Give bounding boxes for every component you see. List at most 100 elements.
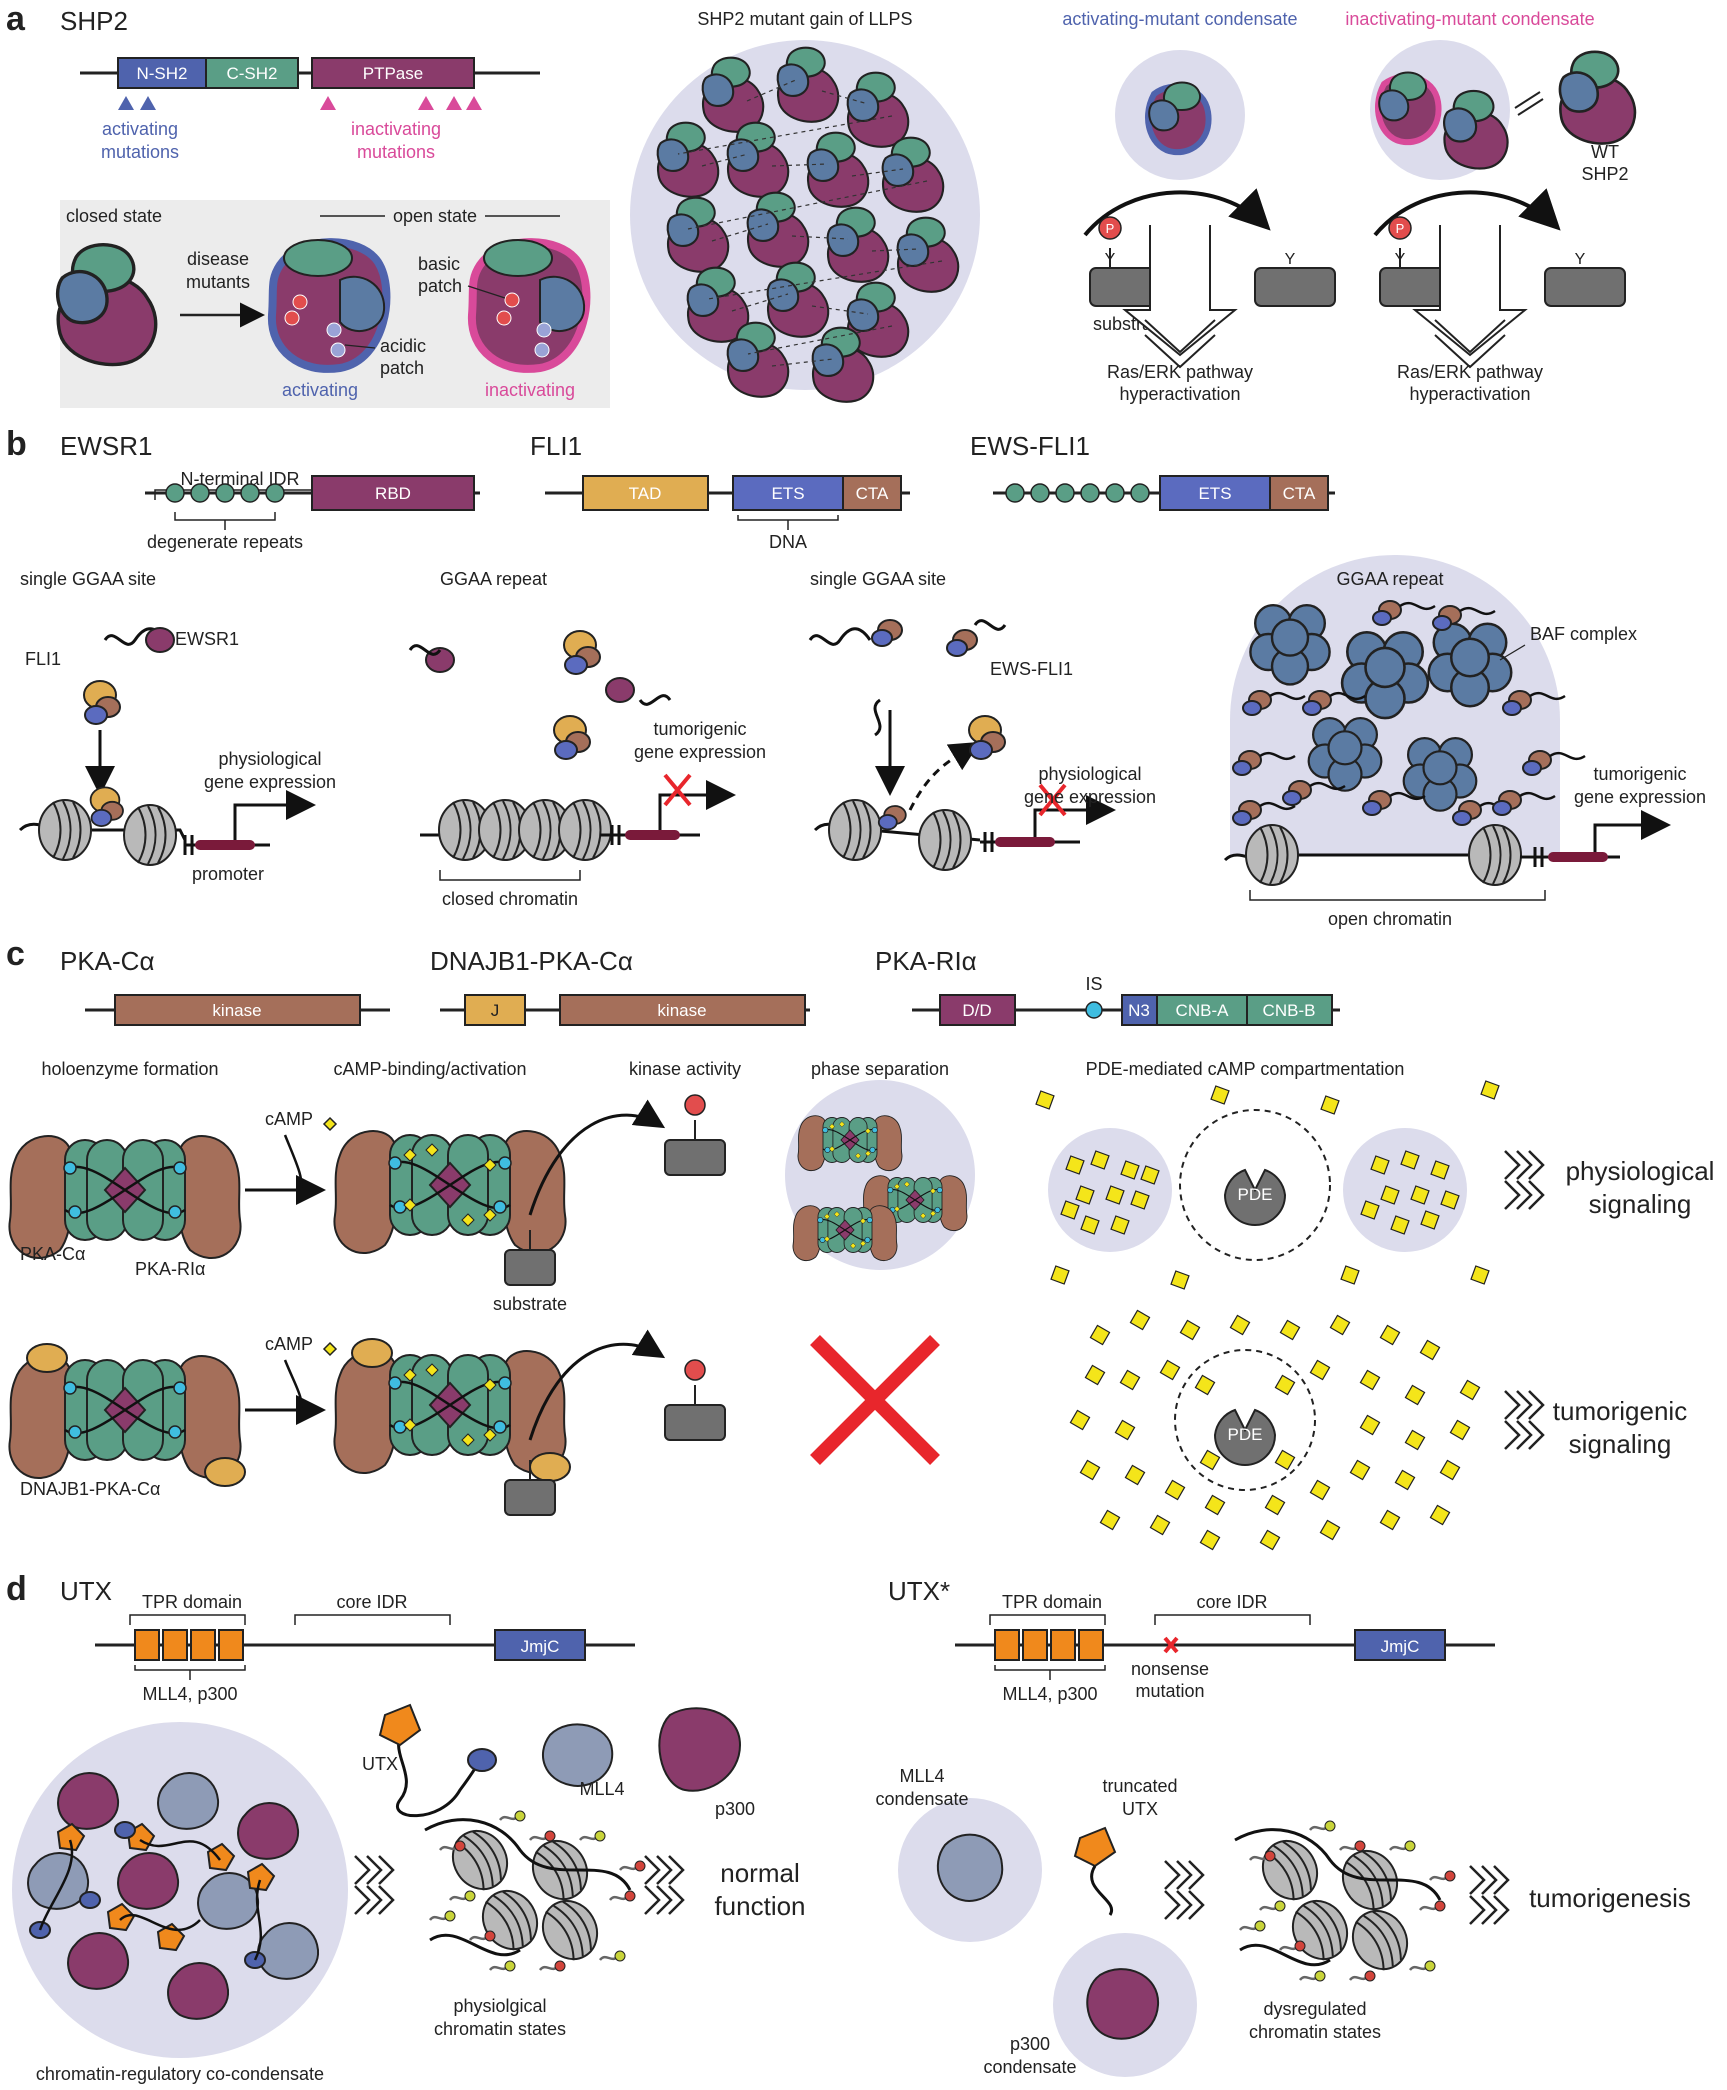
ewsfli1-repeat-5 [1130, 483, 1150, 503]
mll4-p300-label-1: MLL4, p300 [142, 1684, 237, 1704]
open-chromatin-label: open chromatin [1328, 909, 1452, 929]
fli1-released [968, 715, 1006, 760]
camp-sq-1-23 [1050, 1265, 1070, 1285]
camp-sq-1-7 [1110, 1215, 1130, 1235]
utxs-tpr-2 [1050, 1629, 1076, 1661]
utxs-tpr-3 [1078, 1629, 1104, 1661]
n3-domain [1121, 994, 1158, 1026]
camp-sq-2-8 [1084, 1364, 1106, 1386]
wt-shp2 [1560, 52, 1635, 144]
co-cond-mol-5 [197, 1872, 260, 1930]
camp-sq-2-30 [1149, 1514, 1171, 1536]
physio-expr-3b: gene expression [1024, 787, 1156, 807]
camp-sq-2-21 [1124, 1464, 1146, 1486]
mll4-cond-2: condensate [875, 1789, 968, 1809]
camp-sq-2-33 [1319, 1519, 1341, 1541]
product-c2 [664, 1404, 726, 1441]
camp-binding-label: cAMP-binding/activation [333, 1059, 526, 1079]
p300-in-condensate [1086, 1968, 1160, 2040]
utxs-jmjc-domain [1354, 1629, 1446, 1661]
csh2-label: C-SH2 [226, 64, 277, 83]
baf-5 [1402, 736, 1478, 812]
chev-d3b [1163, 1889, 1205, 1921]
co-cond-jmjc-3 [79, 1891, 101, 1909]
panel-b-letter: b [6, 425, 27, 463]
holo-ps-3 [792, 1205, 898, 1262]
shp2-title: SHP2 [60, 6, 128, 36]
ewsr1-repeat-4 [265, 483, 285, 503]
inactivating-triangles [320, 96, 482, 110]
utx-jmjc-legend [467, 1748, 497, 1772]
llps-link-12 [811, 305, 869, 315]
utx-tpr-1 [162, 1629, 188, 1661]
ewsr1-repeat-1 [190, 483, 210, 503]
utx-tpr-3 [218, 1629, 244, 1661]
co-cond-utx-2 [206, 1842, 236, 1872]
ras-erk-1a: Ras/ERK pathway [1107, 362, 1253, 382]
tumor-expr-2a: tumorigenic [653, 719, 746, 739]
kinase-domain-2 [559, 994, 806, 1026]
panel-c-letter: c [6, 935, 25, 973]
single-ggaa-1: single GGAA site [20, 569, 156, 589]
pka-ria-label: PKA-RIα [135, 1259, 205, 1279]
chromatin-normal [424, 1810, 646, 1972]
physio-chrom-1: physiolgical [453, 1996, 546, 2016]
product-c1 [664, 1139, 726, 1176]
kinase-activity-label: kinase activity [629, 1059, 741, 1079]
jmjc-label-2: JmjC [1381, 1637, 1420, 1656]
ggaa-repeat-1: GGAA repeat [440, 569, 547, 589]
camp-sq-1-2 [1120, 1160, 1140, 1180]
camp-curve-1 [283, 1134, 303, 1191]
closed-bracket [439, 870, 581, 881]
inactivating-label: inactivating [485, 380, 575, 400]
utx-star-title: UTX* [888, 1576, 950, 1606]
y-label-4: Y [1575, 251, 1586, 268]
rbd-domain [311, 475, 475, 511]
promoter-2 [625, 830, 680, 840]
pde-boundary-2 [1174, 1349, 1316, 1491]
fli1-bound-1 [89, 786, 124, 828]
camp-sq-2-1 [1129, 1309, 1151, 1331]
camp-sq-1-14 [1410, 1185, 1430, 1205]
nucleosome-4b [1468, 824, 1522, 886]
camp-sq-1-15 [1360, 1200, 1380, 1220]
camp-sq-1-6 [1080, 1215, 1100, 1235]
holoenzyme-1 [8, 1135, 242, 1260]
tpr-label-2: TPR domain [1002, 1592, 1102, 1612]
csh2-domain [205, 57, 299, 89]
ews-fli1-label: EWS-FLI1 [990, 659, 1073, 679]
camp-sq-2-18 [1404, 1429, 1426, 1451]
ggaa-repeat-2: GGAA repeat [1336, 569, 1443, 589]
activating-mut-1: activating [102, 119, 178, 139]
product-box-2 [1544, 267, 1626, 307]
open-state-label: open state [393, 206, 477, 226]
mll4-cond-1: MLL4 [899, 1766, 944, 1786]
baf-label: BAF complex [1530, 624, 1637, 644]
co-cond-mol-8 [257, 1922, 320, 1980]
chev-d3 [1163, 1859, 1205, 1891]
physio-expr-1a: physiological [218, 749, 321, 769]
camp-sq-2-36 [1194, 1374, 1216, 1396]
utx-tpr-2 [190, 1629, 216, 1661]
nonsense-x [1163, 1636, 1179, 1654]
fli1-title: FLI1 [530, 431, 582, 461]
substrate-c2 [504, 1479, 556, 1516]
camp-sq-2-34 [1379, 1509, 1401, 1531]
utx-tpr-0 [134, 1629, 160, 1661]
ewsr1-protein-3 [605, 677, 635, 703]
co-cond-utx-3 [106, 1902, 136, 1932]
inactivating-mut-2: mutations [357, 142, 435, 162]
open-activating-shp2 [267, 238, 391, 373]
camp-icon-1 [322, 1116, 338, 1132]
inact-condensate-title: inactivating-mutant condensate [1345, 9, 1594, 29]
ewsfli1-idr-2 [973, 619, 1007, 631]
core-idr-label-1: core IDR [336, 1592, 407, 1612]
nonsense-1: nonsense [1131, 1659, 1209, 1679]
llps-link-0 [746, 78, 799, 102]
substrate-c1 [504, 1249, 556, 1286]
pde-label-1: PDE [1238, 1185, 1273, 1204]
chev-d1 [353, 1854, 395, 1886]
llps-link-7 [711, 223, 769, 242]
co-cond-mol-1 [157, 1772, 220, 1830]
degenerate-label: degenerate repeats [147, 532, 303, 552]
